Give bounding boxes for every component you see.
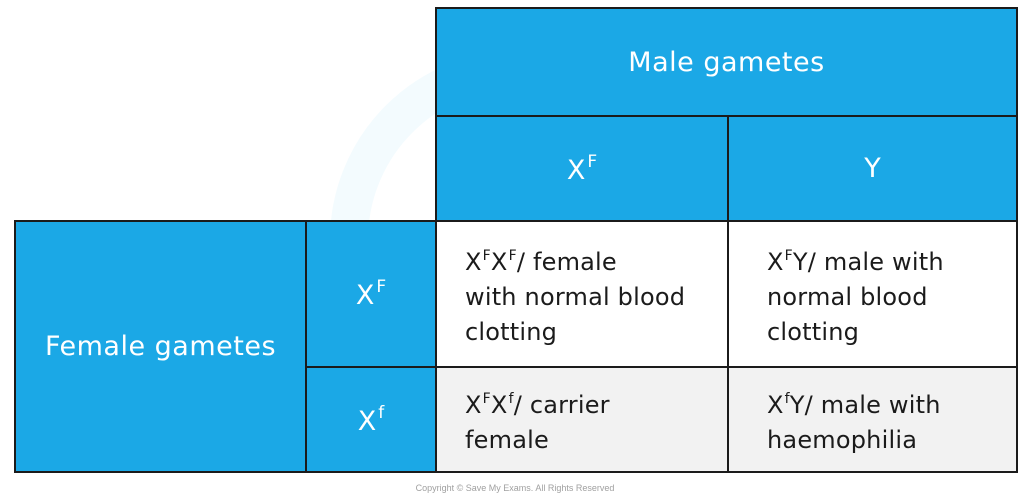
offspring-cell-r1c2: XFY/ male with normal blood clotting: [727, 220, 1018, 368]
offspring-r1c2-text: XFY/ male with normal blood clotting: [767, 247, 944, 346]
copyright-notice: Copyright © Save My Exams. All Rights Re…: [415, 483, 615, 493]
male-allele-y-header: Y: [727, 115, 1018, 222]
genotype-r2c1: XFXf: [465, 390, 514, 419]
male-gametes-header: Male gametes: [435, 7, 1018, 117]
offspring-r1c1-text: XFXF/ female with normal blood clotting: [465, 247, 686, 346]
offspring-cell-r2c1: XFXf/ carrier female: [435, 366, 729, 473]
genotype-r1c2: XFY: [767, 247, 808, 276]
offspring-r2c1-text: XFXf/ carrier female: [465, 390, 610, 454]
offspring-cell-r1c1: XFXF/ female with normal blood clotting: [435, 220, 729, 368]
male-allele-y: Y: [864, 153, 881, 184]
female-gametes-header: Female gametes: [14, 220, 307, 473]
male-gametes-label: Male gametes: [628, 46, 825, 78]
offspring-r2c2-text: XfY/ male with haemophilia: [767, 390, 941, 454]
genotype-r1c1: XFXF: [465, 247, 517, 276]
offspring-cell-r2c2: XfY/ male with haemophilia: [727, 366, 1018, 473]
genotype-r2c2: XfY: [767, 390, 805, 419]
female-gametes-label: Female gametes: [44, 331, 277, 362]
